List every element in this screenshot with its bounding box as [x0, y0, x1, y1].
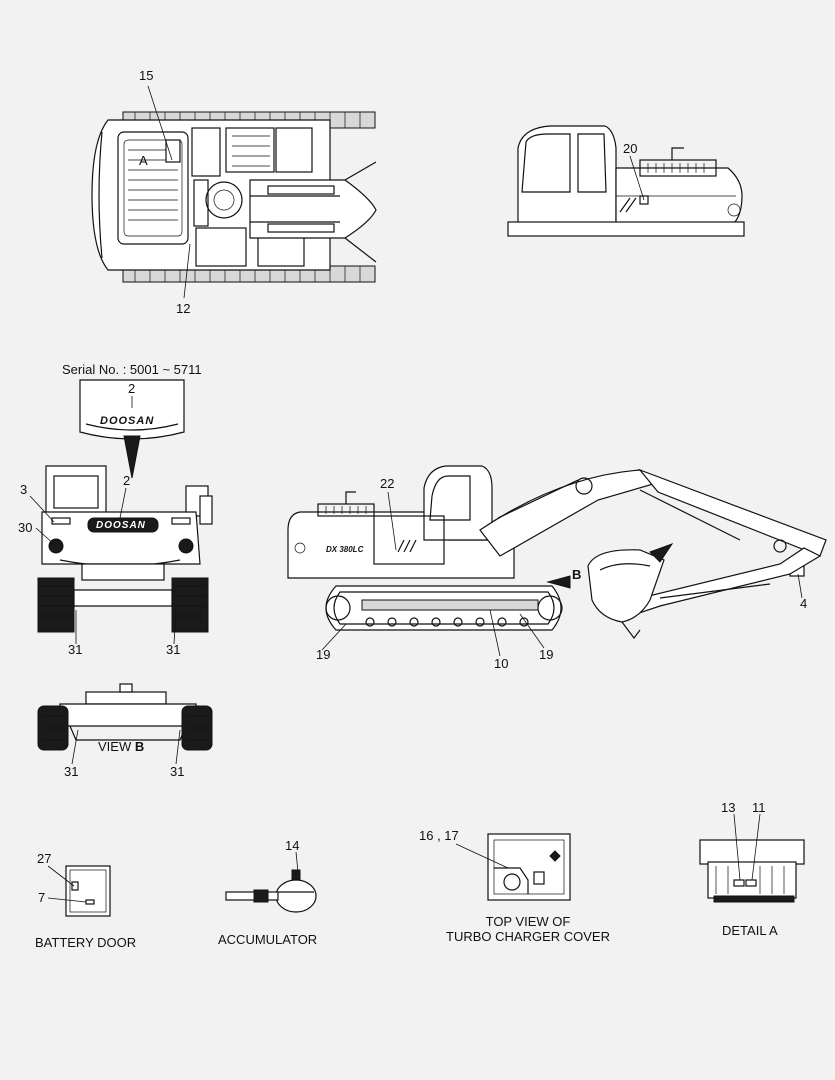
callout-16-17: 16 , 17 — [419, 828, 459, 843]
detail-a-drawing — [699, 839, 805, 903]
turbo-caption-line-2: TURBO CHARGER COVER — [446, 929, 610, 944]
brand-front-text: DOOSAN — [96, 520, 146, 531]
callout-22: 22 — [380, 476, 395, 491]
front-view-excavator — [37, 465, 213, 633]
callout-10: 10 — [494, 656, 509, 671]
callout-14: 14 — [285, 838, 300, 853]
callout-31-front-left: 31 — [68, 642, 83, 657]
callout-12: 12 — [176, 301, 191, 316]
callout-4: 4 — [800, 596, 808, 611]
callout-19-right: 19 — [539, 647, 554, 662]
detail-a-caption: DETAIL A — [722, 923, 778, 938]
accumulator-drawing — [225, 869, 317, 913]
model-badge-text: DX 380LC — [326, 545, 364, 554]
top-view-excavator — [91, 111, 377, 283]
callout-a-top-view: A — [139, 153, 148, 168]
callout-31-view-b-right: 31 — [170, 764, 185, 779]
callout-13: 13 — [721, 800, 736, 815]
callout-2-front: 2 — [123, 473, 131, 488]
turbo-charger-cover-drawing — [487, 833, 571, 901]
turbo-charger-caption: TOP VIEW OF TURBO CHARGER COVER — [440, 914, 616, 944]
callout-15: 15 — [139, 68, 154, 83]
callout-19-left: 19 — [316, 647, 331, 662]
callout-11: 11 — [752, 800, 766, 815]
serial-number-range: Serial No. : 5001 ~ 5711 — [62, 362, 202, 377]
doosan-decal-detail — [79, 379, 185, 479]
callout-3: 3 — [20, 482, 28, 497]
callout-31-front-right: 31 — [166, 642, 181, 657]
callout-b-arrow: B — [572, 567, 582, 582]
callout-2-decal: 2 — [128, 381, 136, 396]
main-side-view-excavator — [287, 465, 827, 639]
side-view-upper-structure — [507, 125, 745, 237]
accumulator-caption: ACCUMULATOR — [218, 932, 318, 947]
callout-7: 7 — [38, 890, 46, 905]
leader-lines — [29, 85, 803, 903]
battery-door-caption: BATTERY DOOR — [35, 935, 137, 950]
turbo-caption-line-1: TOP VIEW OF — [485, 914, 571, 929]
callout-30: 30 — [18, 520, 33, 535]
callout-20: 20 — [623, 141, 638, 156]
callout-31-view-b-left: 31 — [64, 764, 79, 779]
callout-27: 27 — [37, 851, 52, 866]
view-b-caption: VIEW B — [98, 739, 145, 754]
view-b-undercarriage — [37, 683, 213, 751]
brand-decal-text: DOOSAN — [100, 415, 155, 427]
battery-door-drawing — [65, 865, 111, 917]
